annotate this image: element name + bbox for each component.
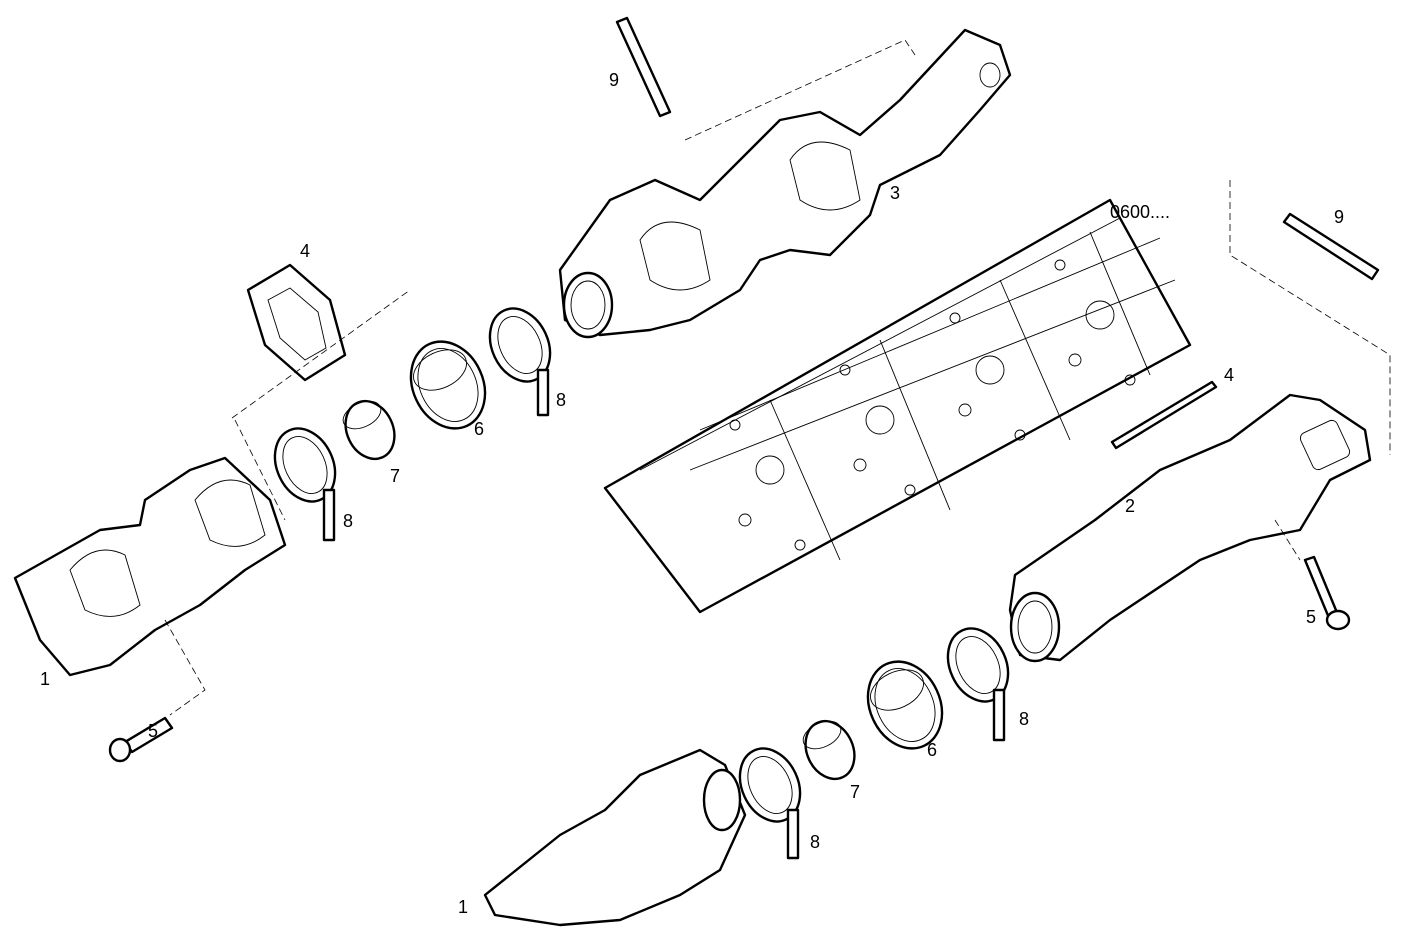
clamp-1 bbox=[488, 307, 552, 417]
callout-6: 6 bbox=[474, 419, 485, 439]
callout-8: 8 bbox=[810, 832, 821, 852]
bellows-left bbox=[409, 340, 487, 430]
gasket-right bbox=[1110, 380, 1218, 450]
bellows-right bbox=[866, 660, 944, 750]
callout-1: 1 bbox=[458, 897, 469, 917]
manifold-section-1-left bbox=[13, 456, 287, 677]
manifold-section-2 bbox=[1008, 393, 1372, 663]
callout-9: 9 bbox=[1334, 207, 1345, 227]
clamp-2 bbox=[273, 427, 337, 542]
callout-4: 4 bbox=[300, 241, 311, 261]
callout-3: 3 bbox=[890, 183, 901, 203]
callout-6: 6 bbox=[927, 740, 938, 760]
sleeve-right bbox=[802, 719, 856, 781]
clamp-3 bbox=[946, 627, 1010, 742]
callout-2: 2 bbox=[1125, 496, 1136, 516]
callout-5: 5 bbox=[148, 721, 159, 741]
bolt-right bbox=[1303, 555, 1351, 631]
clamp-4 bbox=[738, 747, 802, 860]
callout-8: 8 bbox=[1019, 709, 1030, 729]
callout-8: 8 bbox=[556, 390, 567, 410]
leader-lines bbox=[164, 39, 1391, 716]
manifold-section-1-bottom bbox=[483, 748, 747, 927]
gasket-left bbox=[246, 263, 347, 382]
reference-label: 0600.... bbox=[1110, 202, 1171, 222]
cylinder-head bbox=[603, 198, 1192, 614]
sleeve-left bbox=[342, 399, 396, 461]
callout-1: 1 bbox=[40, 669, 51, 689]
bolt-left bbox=[108, 716, 174, 763]
callout-7: 7 bbox=[390, 466, 401, 486]
callout-8: 8 bbox=[343, 511, 354, 531]
callout-7: 7 bbox=[850, 782, 861, 802]
stud-top bbox=[615, 16, 672, 118]
callout-4: 4 bbox=[1224, 365, 1235, 385]
manifold-section-3 bbox=[558, 28, 1012, 339]
callout-5: 5 bbox=[1306, 607, 1317, 627]
stud-right bbox=[1282, 212, 1380, 281]
callout-9: 9 bbox=[609, 70, 620, 90]
